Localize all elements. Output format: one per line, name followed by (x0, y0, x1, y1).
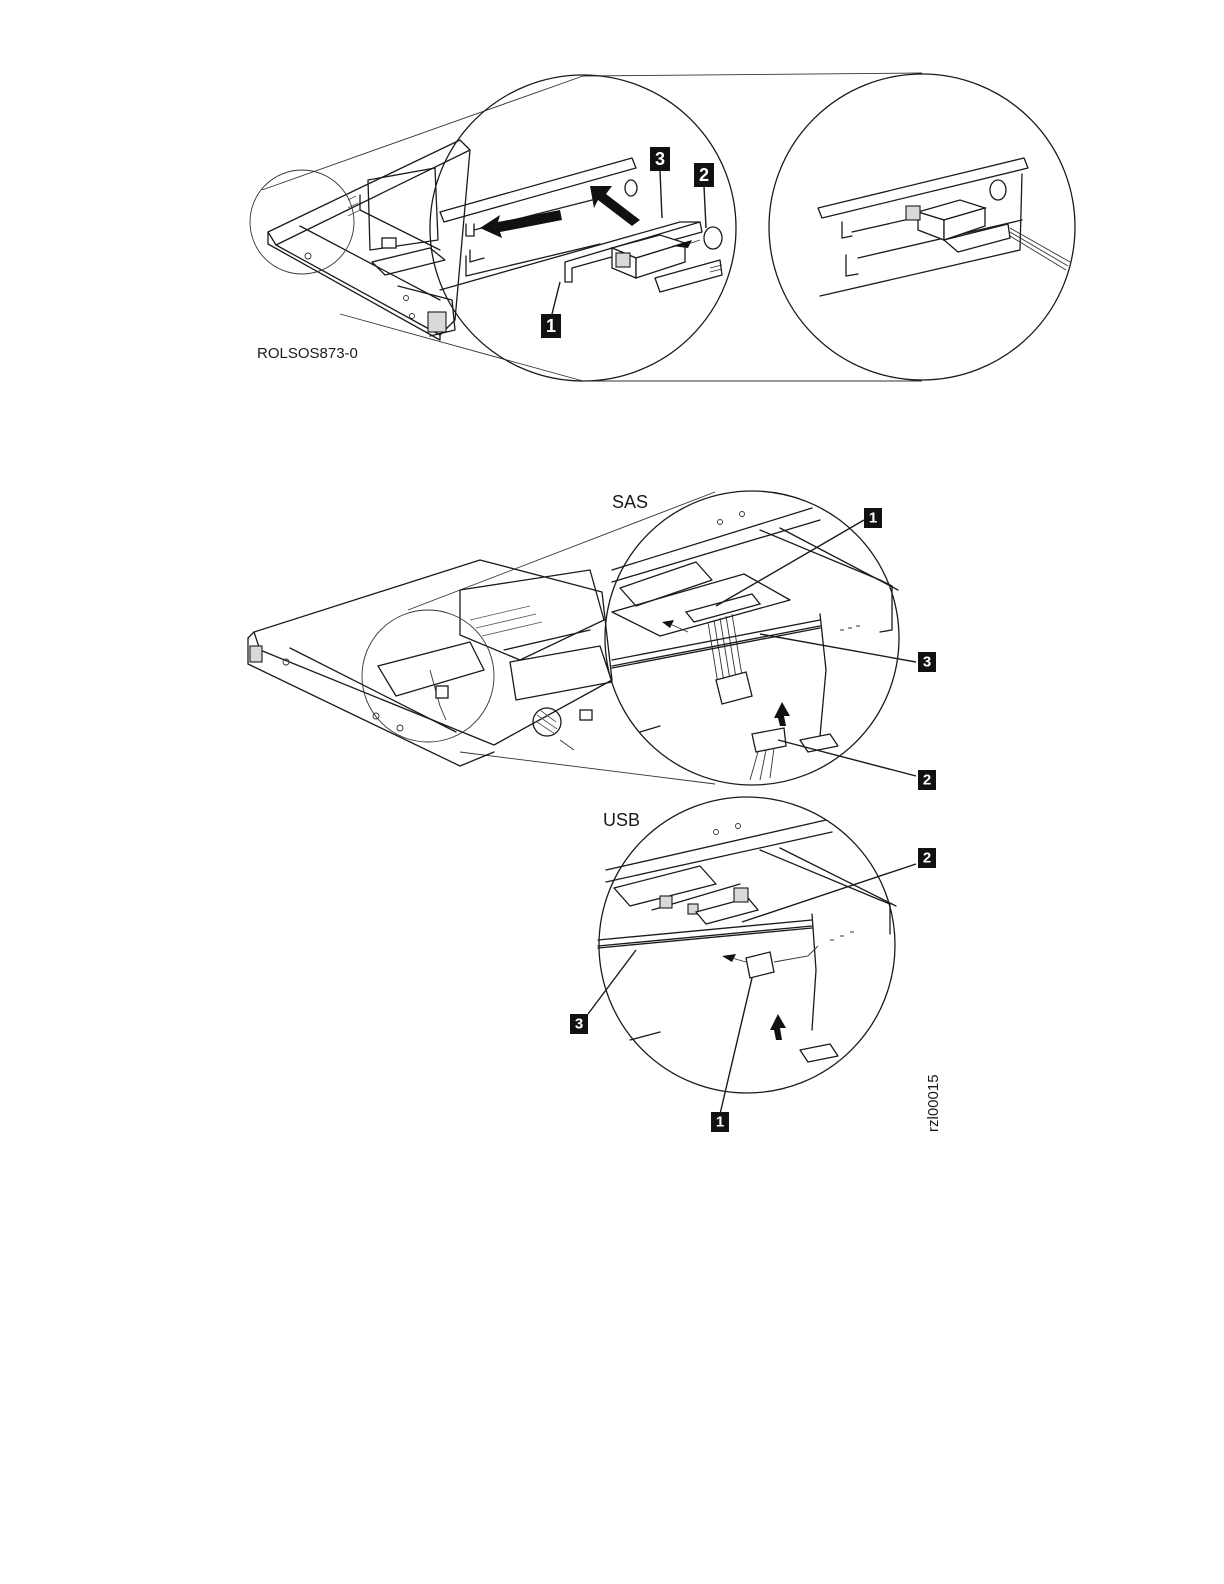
usb-magnified-view (598, 797, 896, 1093)
svg-text:1: 1 (546, 316, 556, 336)
callout-3: 3 (650, 147, 670, 218)
figure-2-id: rzl00015 (925, 1074, 942, 1132)
magnify-projection-lines (408, 492, 715, 784)
server-chassis-overview (248, 560, 612, 766)
callout-1: 1 (541, 282, 561, 338)
svg-text:1: 1 (869, 510, 877, 527)
sas-label: SAS (612, 492, 648, 512)
svg-text:3: 3 (923, 654, 931, 671)
sas-magnified-view (605, 491, 899, 785)
svg-text:3: 3 (575, 1016, 583, 1033)
usb-callout-3: 3 (570, 950, 636, 1034)
svg-text:3: 3 (655, 149, 665, 169)
magnified-view-before (430, 75, 736, 381)
sas-callout-3: 3 (760, 634, 936, 672)
figure-1-install-drive-diagram: 1 2 3 ROLSOS873-0 (0, 0, 1224, 420)
svg-text:2: 2 (923, 850, 931, 867)
figure-1-id: ROLSOS873-0 (257, 345, 358, 362)
svg-text:1: 1 (716, 1114, 724, 1131)
sas-callout-1: 1 (716, 508, 882, 606)
svg-text:2: 2 (923, 772, 931, 789)
magnified-view-after (769, 74, 1075, 380)
usb-callout-1: 1 (711, 978, 752, 1132)
zoom-circle-small (250, 170, 354, 274)
magnify-projection-lines (262, 73, 922, 381)
sas-callout-2: 2 (778, 740, 936, 790)
usb-callout-2: 2 (742, 848, 936, 922)
svg-text:2: 2 (699, 165, 709, 185)
figure-2-cable-connection-diagram: 1 3 2 SAS (0, 470, 1224, 1150)
zoom-circle-small (362, 610, 494, 742)
usb-label: USB (603, 810, 640, 830)
callout-2: 2 (694, 163, 714, 228)
